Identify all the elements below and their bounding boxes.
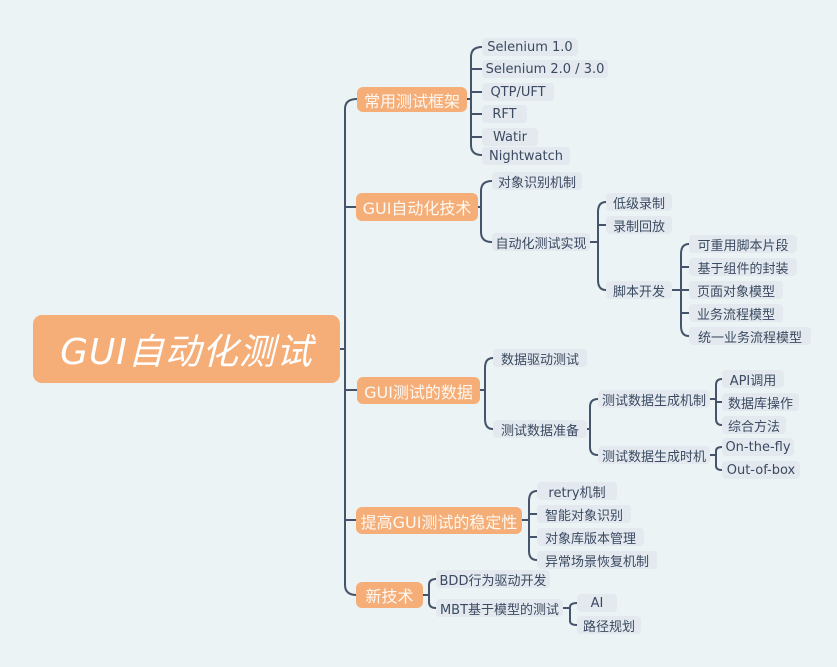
leaf-path-planning[interactable]: 路径规划 — [577, 616, 641, 635]
node-mbt-model-based-testing[interactable]: MBT基于模型的测试 — [436, 599, 563, 618]
branch-new-technology[interactable]: 新技术 — [356, 582, 423, 608]
connector-gui-tech — [477, 180, 493, 243]
connector-data-prep — [586, 398, 599, 456]
branch-gui-automation-technology[interactable]: GUI自动化技术 — [356, 193, 478, 221]
leaf-component-based-encapsulation[interactable]: 基于组件的封装 — [689, 258, 797, 277]
leaf-object-recognition-mechanism[interactable]: 对象识别机制 — [492, 172, 582, 191]
leaf-smart-object-recognition[interactable]: 智能对象识别 — [537, 505, 631, 524]
leaf-page-object-model[interactable]: 页面对象模型 — [689, 281, 783, 300]
branch-gui-test-data[interactable]: GUI测试的数据 — [357, 377, 480, 404]
leaf-selenium-2-0-3-0[interactable]: Selenium 2.0 / 3.0 — [482, 60, 608, 78]
leaf-database-operation[interactable]: 数据库操作 — [722, 393, 799, 412]
leaf-rft[interactable]: RFT — [482, 105, 527, 123]
leaf-on-the-fly[interactable]: On-the-fly — [722, 438, 794, 456]
connector-root-trunk — [339, 98, 358, 596]
node-test-data-generation-mechanism[interactable]: 测试数据生成机制 — [598, 390, 710, 409]
connector-test-data — [479, 357, 494, 430]
leaf-unified-business-process-model[interactable]: 统一业务流程模型 — [689, 327, 811, 346]
leaf-selenium-1-0[interactable]: Selenium 1.0 — [482, 38, 578, 56]
connector-script-dev — [671, 243, 690, 337]
node-script-development[interactable]: 脚本开发 — [606, 281, 672, 300]
leaf-retry-mechanism[interactable]: retry机制 — [537, 482, 617, 501]
leaf-ai[interactable]: AI — [577, 594, 617, 612]
connector-gen-mechanism — [709, 378, 723, 426]
connector-stability — [521, 490, 538, 561]
connector-mbt — [562, 602, 578, 626]
leaf-qtp-uft[interactable]: QTP/UFT — [482, 83, 554, 101]
branch-common-test-frameworks[interactable]: 常用测试框架 — [357, 87, 467, 112]
connector-gen-timing — [709, 446, 723, 471]
leaf-reusable-script-fragments[interactable]: 可重用脚本片段 — [689, 235, 797, 254]
leaf-object-repository-version-management[interactable]: 对象库版本管理 — [537, 528, 644, 547]
leaf-data-driven-testing[interactable]: 数据驱动测试 — [493, 349, 587, 368]
leaf-business-process-model[interactable]: 业务流程模型 — [689, 304, 783, 323]
leaf-nightwatch[interactable]: Nightwatch — [482, 147, 570, 165]
leaf-bdd-behavior-driven-development[interactable]: BDD行为驱动开发 — [436, 570, 550, 589]
leaf-combined-method[interactable]: 综合方法 — [722, 416, 786, 435]
connector-automation-impl — [589, 201, 607, 291]
leaf-watir[interactable]: Watir — [482, 128, 538, 146]
leaf-low-level-recording[interactable]: 低级录制 — [606, 193, 672, 212]
leaf-record-playback[interactable]: 录制回放 — [606, 216, 672, 235]
leaf-api-call[interactable]: API调用 — [722, 370, 784, 389]
node-automation-test-implementation[interactable]: 自动化测试实现 — [492, 233, 590, 252]
connector-frameworks — [466, 46, 483, 156]
node-test-data-generation-timing[interactable]: 测试数据生成时机 — [598, 446, 710, 465]
leaf-out-of-box[interactable]: Out-of-box — [722, 461, 800, 479]
connector-new-tech — [422, 578, 437, 609]
node-root-gui-automation-testing[interactable]: GUI自动化测试 — [33, 315, 340, 383]
branch-improve-gui-test-stability[interactable]: 提高GUI测试的稳定性 — [356, 507, 522, 534]
leaf-exception-scenario-recovery[interactable]: 异常场景恢复机制 — [537, 551, 657, 570]
node-test-data-preparation[interactable]: 测试数据准备 — [493, 420, 587, 439]
